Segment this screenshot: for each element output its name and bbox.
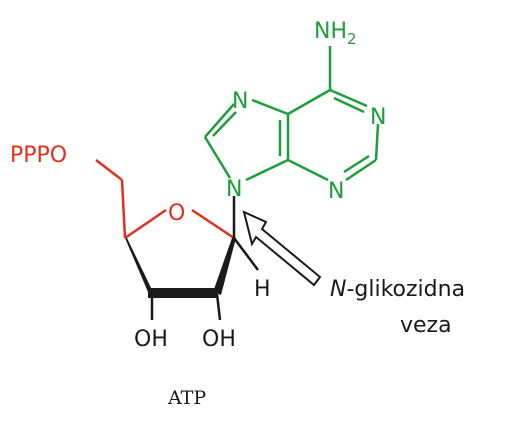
bond-n7-c5: [251, 98, 289, 116]
bond-c3-c2-bold: [148, 288, 217, 298]
hydroxyl-right-label: OH: [202, 327, 236, 352]
phosphate-label: PPPO: [10, 143, 67, 168]
bond-c2-oh: [215, 293, 222, 321]
annotation-line1: N-glikozidna: [330, 277, 465, 302]
n9-label: N: [226, 177, 242, 202]
n1-label: N: [370, 105, 386, 130]
bond-c8-n7-double: [212, 111, 237, 137]
bond-c1-c2-wedge: [213, 238, 236, 295]
bond-c4-o4: [124, 208, 167, 240]
bond-o4-c1: [191, 208, 235, 240]
bond-n3-c4a: [287, 158, 329, 182]
bond-c2-n3-double: [343, 154, 370, 174]
annotation-line2: veza: [400, 313, 452, 338]
amine-label: NH2: [314, 19, 357, 48]
bond-c8-n7: [204, 103, 235, 138]
hydroxyl-left-label: OH: [134, 327, 168, 352]
bond-c5-c6: [287, 88, 331, 116]
bond-o-c5: [95, 159, 123, 181]
glycosidic-arrow: [242, 210, 322, 287]
bond-c5-c4: [120, 179, 127, 239]
bond-c6-n1: [329, 88, 368, 108]
bond-n9-c8: [203, 136, 232, 179]
n7-label: N: [232, 89, 248, 114]
n3-label: N: [328, 179, 344, 204]
bond-c4-c3-wedge: [125, 238, 154, 294]
bond-c1-h: [233, 237, 259, 271]
hydrogen-label: H: [254, 277, 271, 302]
molecule-caption: ATP: [167, 387, 206, 409]
bond-c6-n1-double: [333, 96, 365, 114]
bond-c2-n3: [345, 158, 377, 182]
bond-c4a-n9: [245, 158, 289, 182]
ring-oxygen-label: O: [168, 201, 185, 226]
bond-n1-c2: [374, 123, 380, 161]
